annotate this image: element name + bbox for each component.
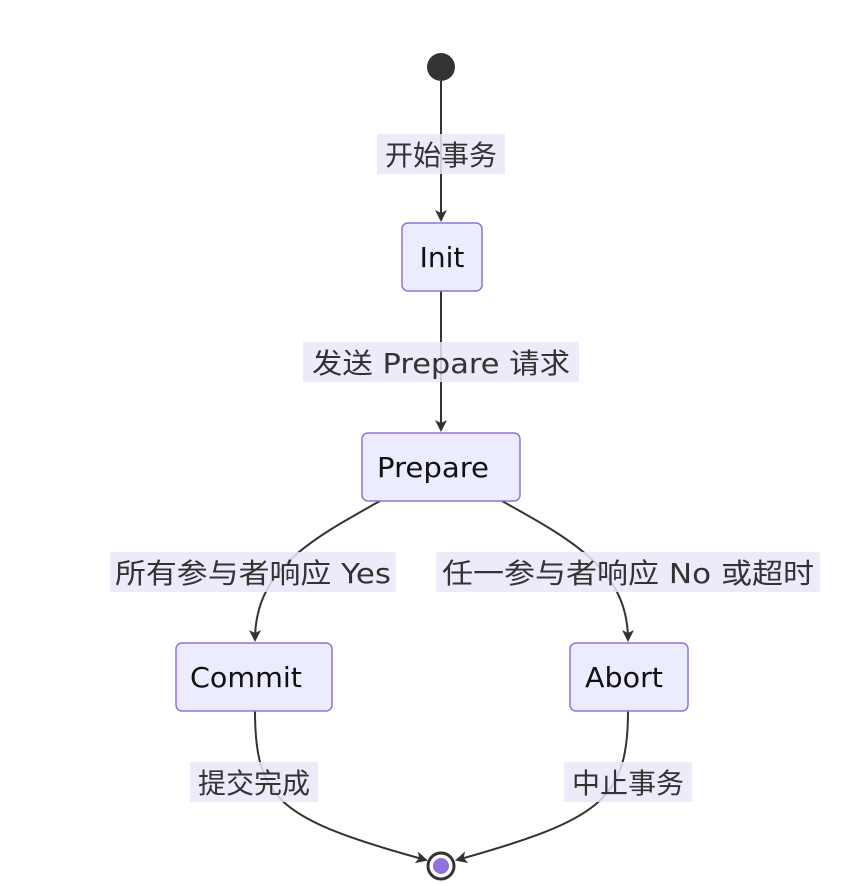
edge-label-text: 发送 Prepare 请求 xyxy=(312,347,570,380)
edge-label-prepare-to-abort: 任一参与者响应 No 或超时 xyxy=(436,552,820,592)
end-node xyxy=(426,851,456,881)
state-label: Commit xyxy=(190,661,302,694)
edge-label-init-to-prepare: 发送 Prepare 请求 xyxy=(303,342,579,382)
state-commit: Commit xyxy=(175,642,333,712)
state-label: Init xyxy=(420,241,465,274)
edge-commit-to-end xyxy=(254,710,428,864)
edge-label-text: 所有参与者响应 Yes xyxy=(115,557,391,590)
edge-label-text: 中止事务 xyxy=(572,767,684,800)
edge-label-start-to-init: 开始事务 xyxy=(377,134,505,174)
state-init: Init xyxy=(401,222,483,292)
state-label: Prepare xyxy=(377,451,489,484)
start-node xyxy=(427,53,455,81)
edge-label-prepare-to-commit: 所有参与者响应 Yes xyxy=(110,552,396,592)
edge-label-abort-to-end: 中止事务 xyxy=(564,762,692,802)
edge-label-text: 任一参与者响应 No 或超时 xyxy=(442,557,814,590)
state-label: Abort xyxy=(585,661,663,694)
edge-label-commit-to-end: 提交完成 xyxy=(190,762,318,802)
state-abort: Abort xyxy=(569,642,689,712)
edge-label-text: 开始事务 xyxy=(385,139,497,172)
edge-abort-to-end xyxy=(455,710,629,864)
state-prepare: Prepare xyxy=(361,432,521,502)
edge-label-text: 提交完成 xyxy=(198,767,310,800)
